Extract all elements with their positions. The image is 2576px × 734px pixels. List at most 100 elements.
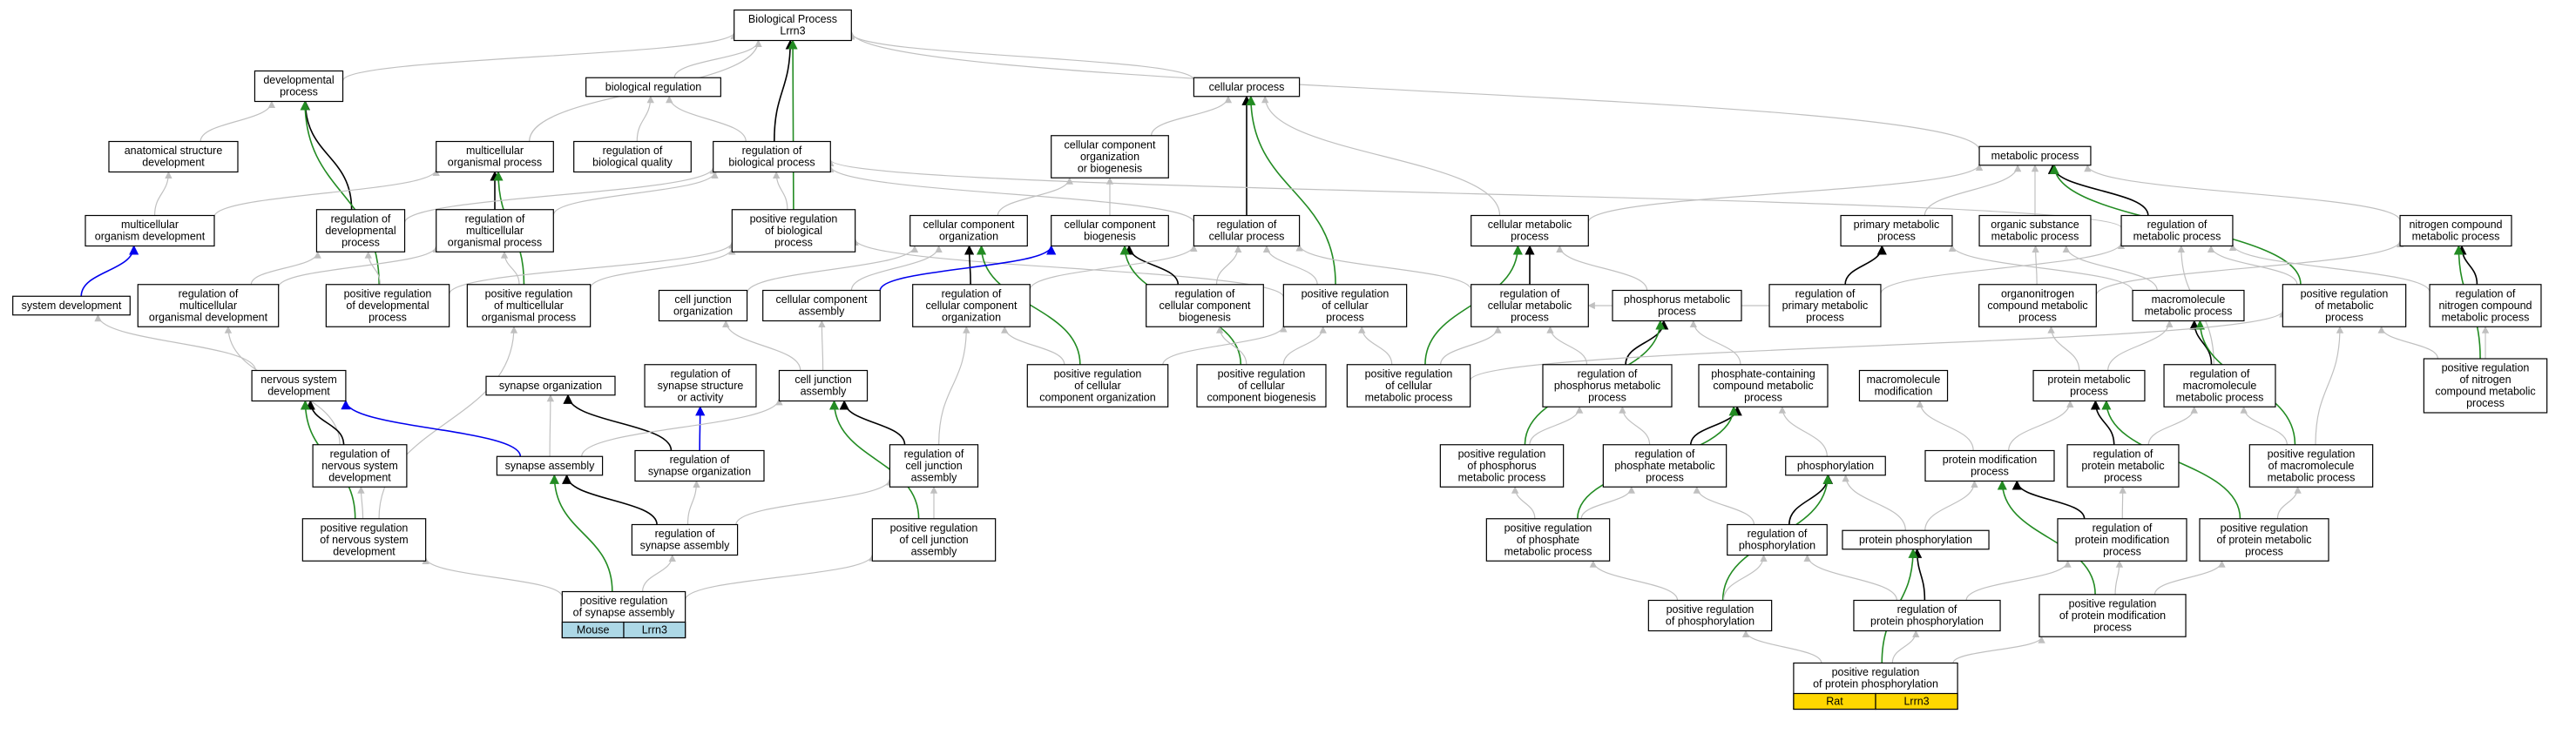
node-label-line: synapse organization [499,380,602,392]
go-term-node-synapse-organization[interactable]: synapse organization [485,375,616,396]
go-term-node-synapse-assembly[interactable]: synapse assembly [496,455,604,476]
node-label-line: metabolic process [2442,311,2530,323]
edge-gray [449,241,736,295]
node-box [436,209,554,253]
go-term-node-cellular-process[interactable]: cellular process [1193,77,1301,98]
edge-gray [1924,480,1978,531]
edge-green [1246,95,1336,285]
edge-gray [1587,163,1984,223]
node-label-line: cellular metabolic [1488,219,1572,231]
node-label-line: of phosphate [1517,534,1579,546]
edge-gray [500,251,520,285]
edge-blue [341,400,522,457]
node-label-line: regulation of [1578,367,1638,380]
node-label-line: component organization [1039,391,1155,403]
edge-gray [1948,244,2133,292]
node-label-line: positive regulation [1365,367,1453,380]
go-term-node-metabolic-process[interactable]: metabolic process [1978,145,2092,166]
node-label-line: process [2245,545,2283,557]
node-label-line: process [1588,391,1626,403]
node-box [312,444,408,488]
node-label-line: regulation of [904,448,964,460]
node-box [1471,214,1589,247]
node-box [2429,284,2542,327]
go-term-node-biological-regulation[interactable]: biological regulation [585,77,721,98]
edge-gray [1556,245,1648,291]
node-label-line: positive regulation [890,522,978,534]
go-term-node-system-development[interactable]: system development [12,295,131,316]
go-term-node-phosphorylation[interactable]: phosphorylation [1785,455,1886,476]
go-term-node-protein-phosphorylation[interactable]: protein phosphorylation [1842,529,1990,550]
node-label-line: of phosphorus [1467,460,1536,472]
node-box [1146,284,1264,327]
node-box [1471,284,1589,327]
